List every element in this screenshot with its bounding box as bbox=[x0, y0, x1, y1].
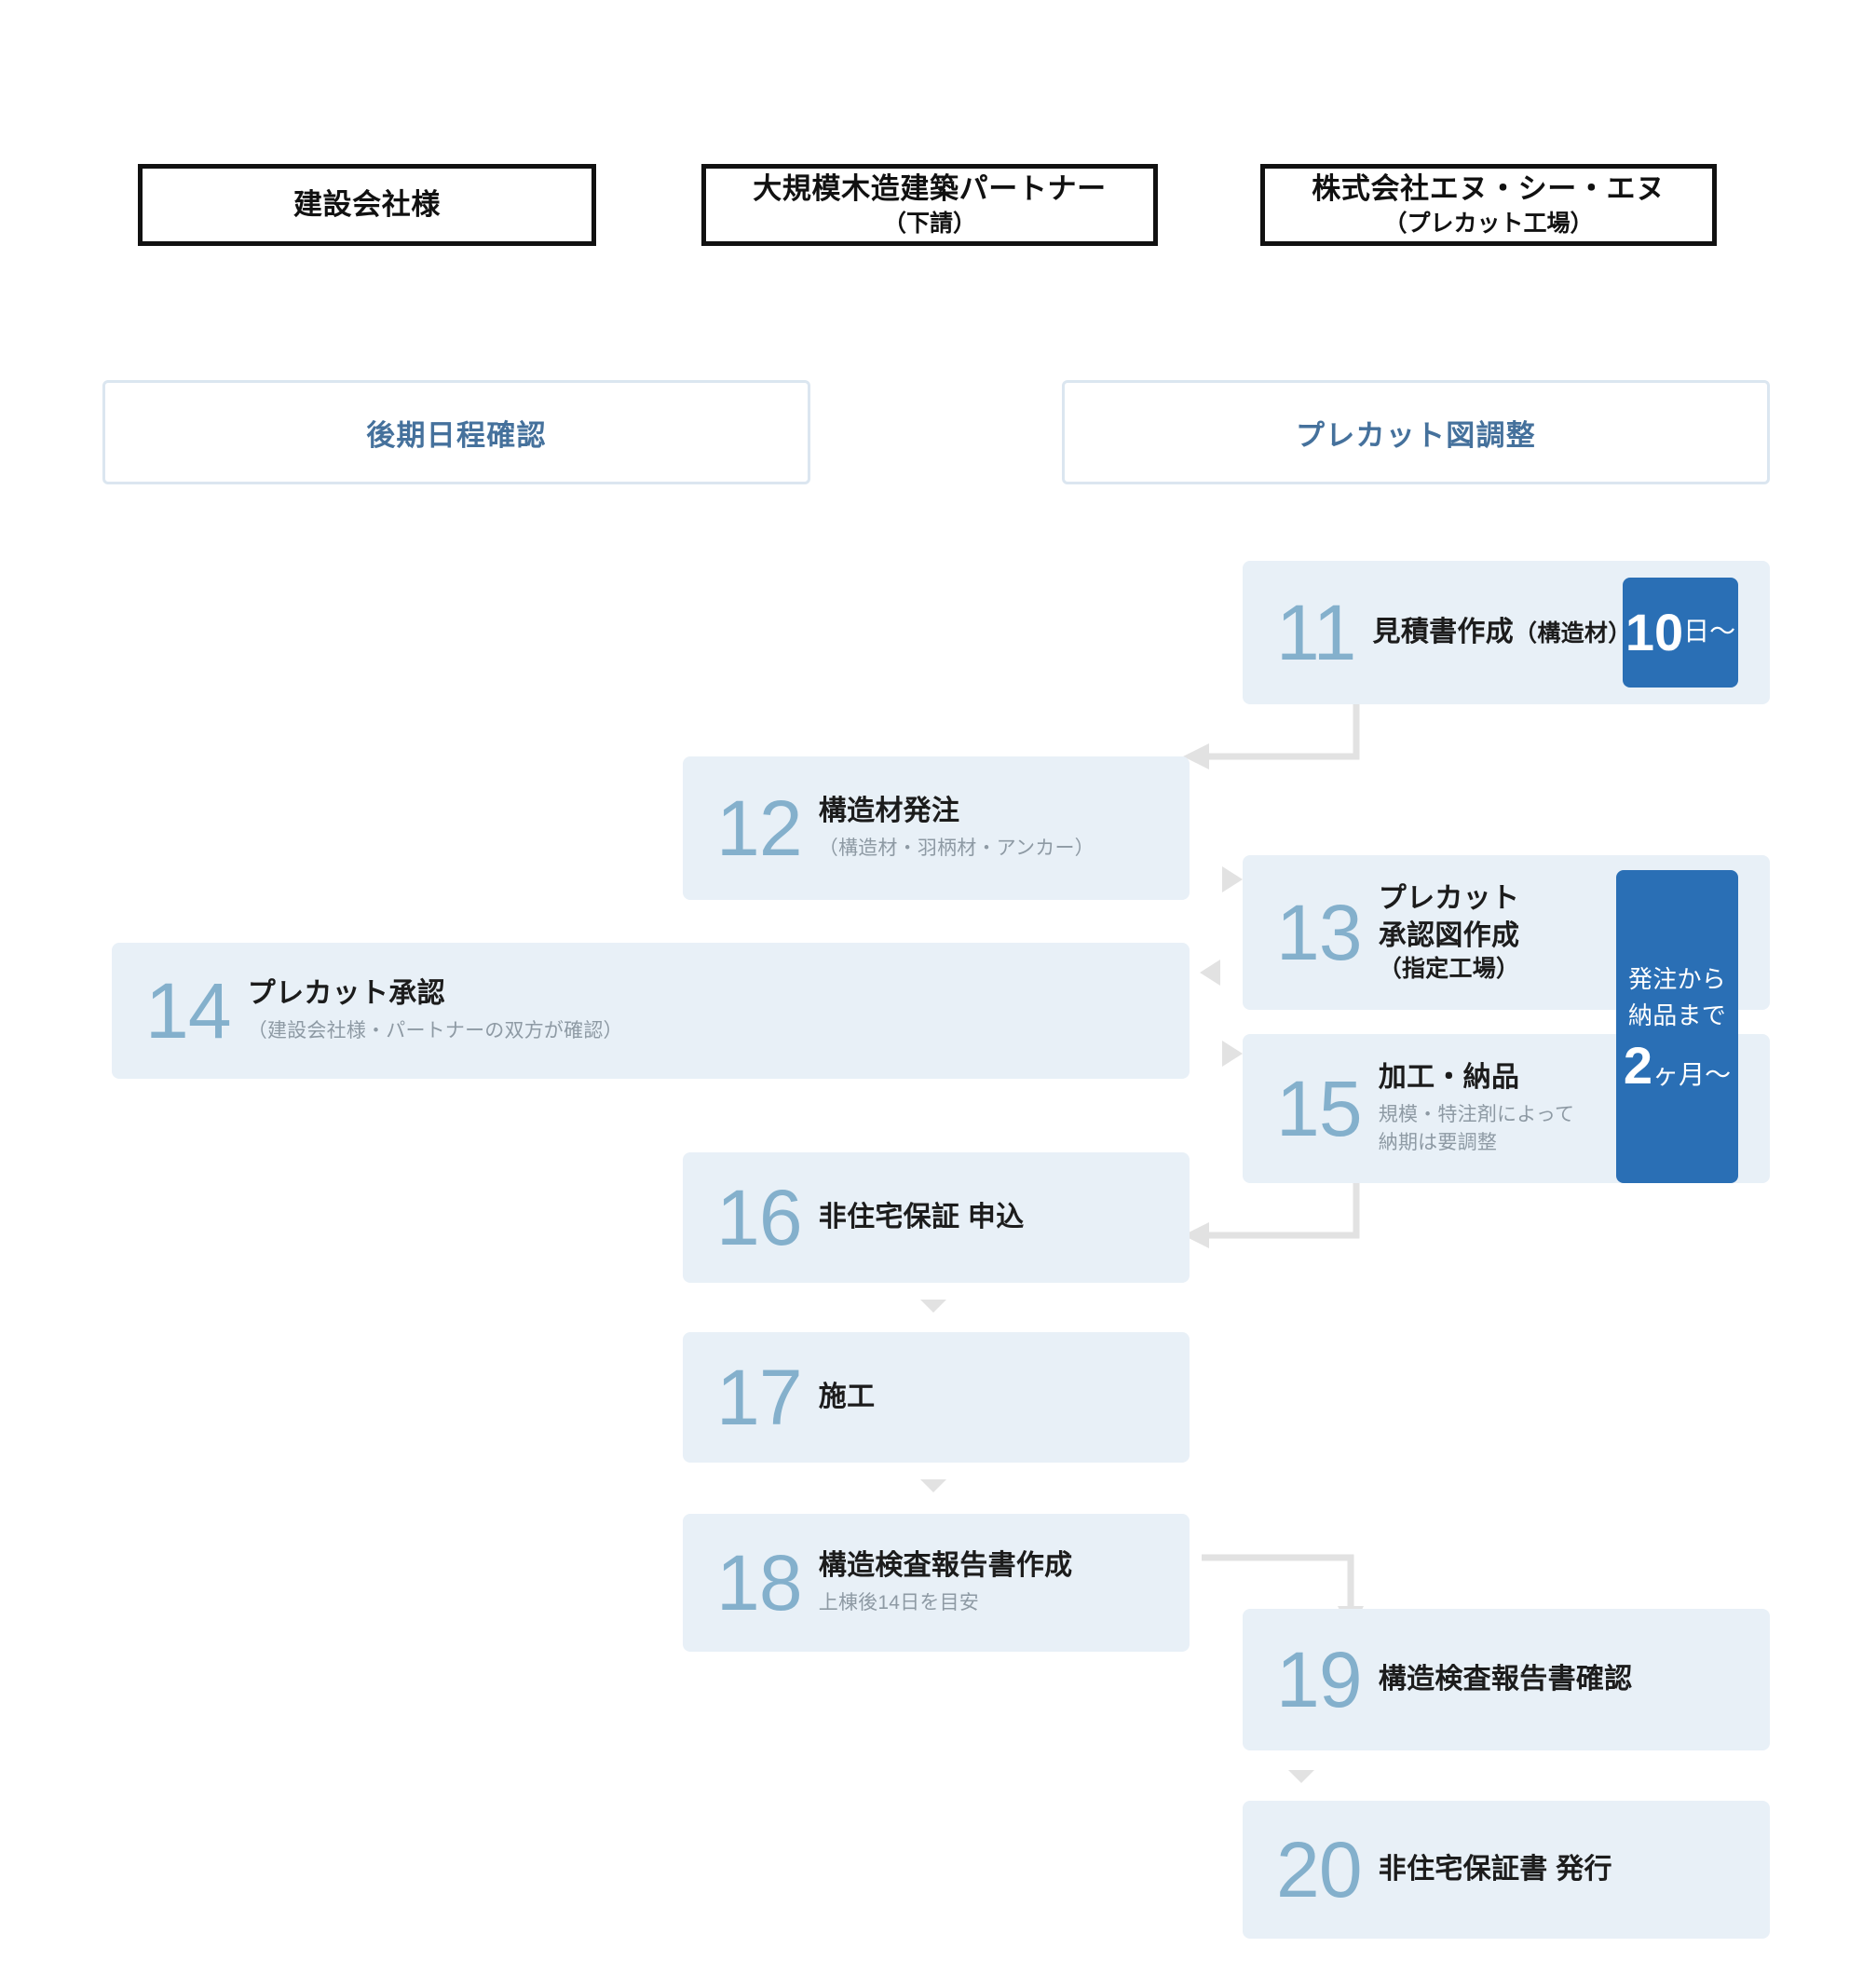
column-header-partner: 大規模木造建築パートナー （下請） bbox=[701, 164, 1158, 246]
step-number: 12 bbox=[716, 784, 803, 872]
connector-19-to-20 bbox=[1288, 1770, 1314, 1783]
duration-line-2: 納品まで bbox=[1627, 1001, 1727, 1029]
column-header-subtitle: （プレカット工場） bbox=[1383, 210, 1594, 237]
phase-banner-label: プレカット図調整 bbox=[1296, 418, 1536, 452]
step-title: 構造検査報告書確認 bbox=[1378, 1664, 1633, 1695]
connector-14-to-15 bbox=[1200, 1041, 1243, 1067]
step-title: 非住宅保証 申込 bbox=[818, 1202, 1025, 1233]
connector-11-to-12 bbox=[1183, 704, 1369, 769]
step-title: 構造材発注 bbox=[818, 796, 960, 827]
step-number: 17 bbox=[716, 1354, 803, 1441]
badge-value: 10 bbox=[1625, 603, 1684, 661]
step-number: 11 bbox=[1276, 589, 1356, 676]
connector-17-to-18 bbox=[920, 1479, 946, 1492]
step-number: 19 bbox=[1276, 1636, 1363, 1723]
step-card-16[interactable]: 16 非住宅保証 申込 bbox=[683, 1152, 1190, 1283]
connector-16-to-17 bbox=[920, 1300, 946, 1313]
column-header-title: 株式会社エヌ・シー・エヌ bbox=[1312, 172, 1666, 205]
step-number: 18 bbox=[716, 1539, 803, 1627]
step-subtitle-line-2: 納期は要調整 bbox=[1378, 1132, 1498, 1154]
step-title: 非住宅保証書 発行 bbox=[1378, 1854, 1612, 1886]
step-title-line-1: プレカット bbox=[1378, 882, 1520, 914]
connector-12-to-13 bbox=[1200, 866, 1243, 892]
step-number: 16 bbox=[716, 1174, 803, 1261]
connector-15-to-16 bbox=[1183, 1183, 1369, 1248]
phase-banner-precut-drawing: プレカット図調整 bbox=[1062, 380, 1770, 484]
column-header-title: 建設会社様 bbox=[292, 187, 442, 221]
step-title-main: 見積書作成 bbox=[1372, 617, 1515, 648]
step-card-20[interactable]: 20 非住宅保証書 発行 bbox=[1243, 1801, 1770, 1939]
step-subtitle: （建設会社様・パートナーの双方が確認） bbox=[247, 1020, 623, 1042]
connector-13-to-14 bbox=[1200, 960, 1243, 986]
step-number: 15 bbox=[1276, 1065, 1363, 1152]
step-subtitle-line-1: 規模・特注剤によって bbox=[1378, 1103, 1575, 1125]
step-number: 20 bbox=[1276, 1826, 1363, 1913]
step-card-18[interactable]: 18 構造検査報告書作成 上棟後14日を目安 bbox=[683, 1514, 1190, 1652]
step-number: 14 bbox=[145, 967, 232, 1055]
column-header-subtitle: （下請） bbox=[882, 210, 976, 237]
badge-unit: 日〜 bbox=[1683, 617, 1736, 646]
step-card-17[interactable]: 17 施工 bbox=[683, 1332, 1190, 1463]
column-header-title: 大規模木造建築パートナー bbox=[753, 172, 1107, 205]
step-title: プレカット承認 bbox=[247, 978, 445, 1010]
step-title: 見積書作成（構造材） bbox=[1373, 614, 1770, 651]
step-number: 13 bbox=[1276, 889, 1363, 976]
step-card-14[interactable]: 14 プレカット承認 （建設会社様・パートナーの双方が確認） bbox=[112, 943, 1190, 1079]
step-title: 加工・納品 bbox=[1378, 1062, 1520, 1094]
duration-unit: ヶ月〜 bbox=[1652, 1060, 1732, 1089]
column-header-construction-company: 建設会社様 bbox=[138, 164, 596, 246]
step-subtitle: （構造材・羽柄材・アンカー） bbox=[818, 837, 1095, 860]
phase-banner-schedule-confirm: 後期日程確認 bbox=[102, 380, 810, 484]
step-subtitle: 上棟後14日を目安 bbox=[818, 1592, 980, 1614]
step-title-paren: （指定工場） bbox=[1378, 956, 1520, 983]
phase-banner-label: 後期日程確認 bbox=[366, 418, 547, 452]
step-title-line-2: 承認図作成 bbox=[1378, 919, 1520, 951]
step-title: 施工 bbox=[818, 1382, 876, 1413]
column-header-ncn: 株式会社エヌ・シー・エヌ （プレカット工場） bbox=[1260, 164, 1717, 246]
step-card-12[interactable]: 12 構造材発注 （構造材・羽柄材・アンカー） bbox=[683, 756, 1190, 900]
duration-value: 2 bbox=[1623, 1036, 1653, 1095]
step-title: 構造検査報告書作成 bbox=[818, 1550, 1073, 1582]
step-card-19[interactable]: 19 構造検査報告書確認 bbox=[1243, 1609, 1770, 1750]
step-title-paren: （構造材） bbox=[1514, 620, 1632, 647]
duration-line-1: 発注から bbox=[1627, 965, 1727, 993]
